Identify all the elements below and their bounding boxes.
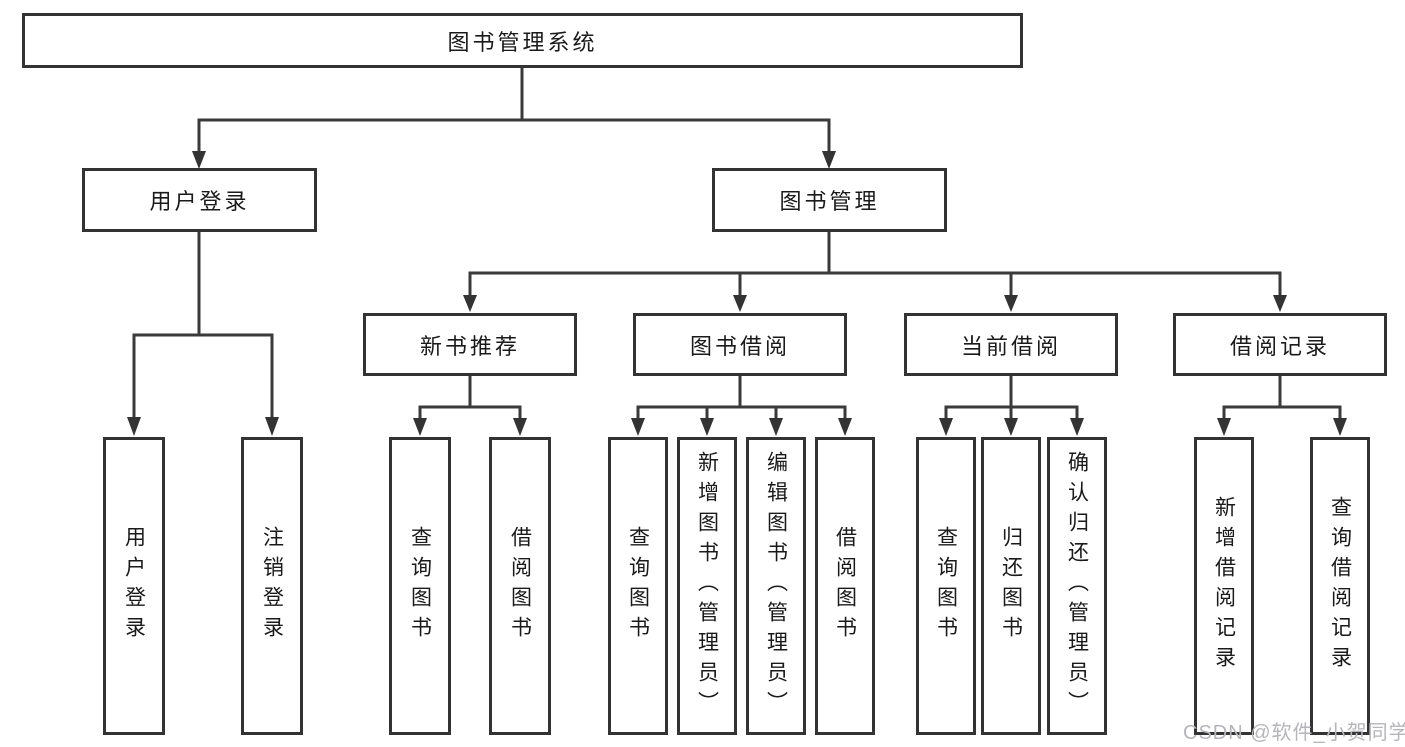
leaf-borrow-books-recommend: 借阅图书: [489, 437, 551, 735]
node-library-management-system: 图书管理系统: [22, 13, 1023, 68]
leaf-return-book: 归还图书: [981, 437, 1041, 735]
leaf-query-books-recommend: 查询图书: [389, 437, 451, 735]
leaf-confirm-return-admin: 确认归还（管理员）: [1047, 437, 1107, 735]
node-book-management: 图书管理: [712, 168, 947, 232]
leaf-query-books-borrow: 查询图书: [608, 437, 668, 735]
leaf-add-book-admin: 新增图书（管理员）: [677, 437, 737, 735]
leaf-logout: 注销登录: [241, 437, 303, 735]
node-borrow-records: 借阅记录: [1173, 313, 1387, 376]
leaf-query-borrow-record: 查询借阅记录: [1310, 437, 1370, 735]
watermark-text: CSDN @软件_小贺同学: [1183, 722, 1405, 744]
node-new-book-recommend: 新书推荐: [363, 313, 577, 376]
leaf-edit-book-admin: 编辑图书（管理员）: [746, 437, 806, 735]
node-user-login: 用户登录: [82, 168, 317, 232]
leaf-add-borrow-record: 新增借阅记录: [1194, 437, 1254, 735]
leaf-user-login: 用户登录: [103, 437, 165, 735]
leaf-borrow-books: 借阅图书: [815, 437, 875, 735]
node-book-borrow: 图书借阅: [633, 313, 847, 376]
leaf-query-books-current: 查询图书: [916, 437, 976, 735]
node-current-borrow: 当前借阅: [904, 313, 1118, 376]
